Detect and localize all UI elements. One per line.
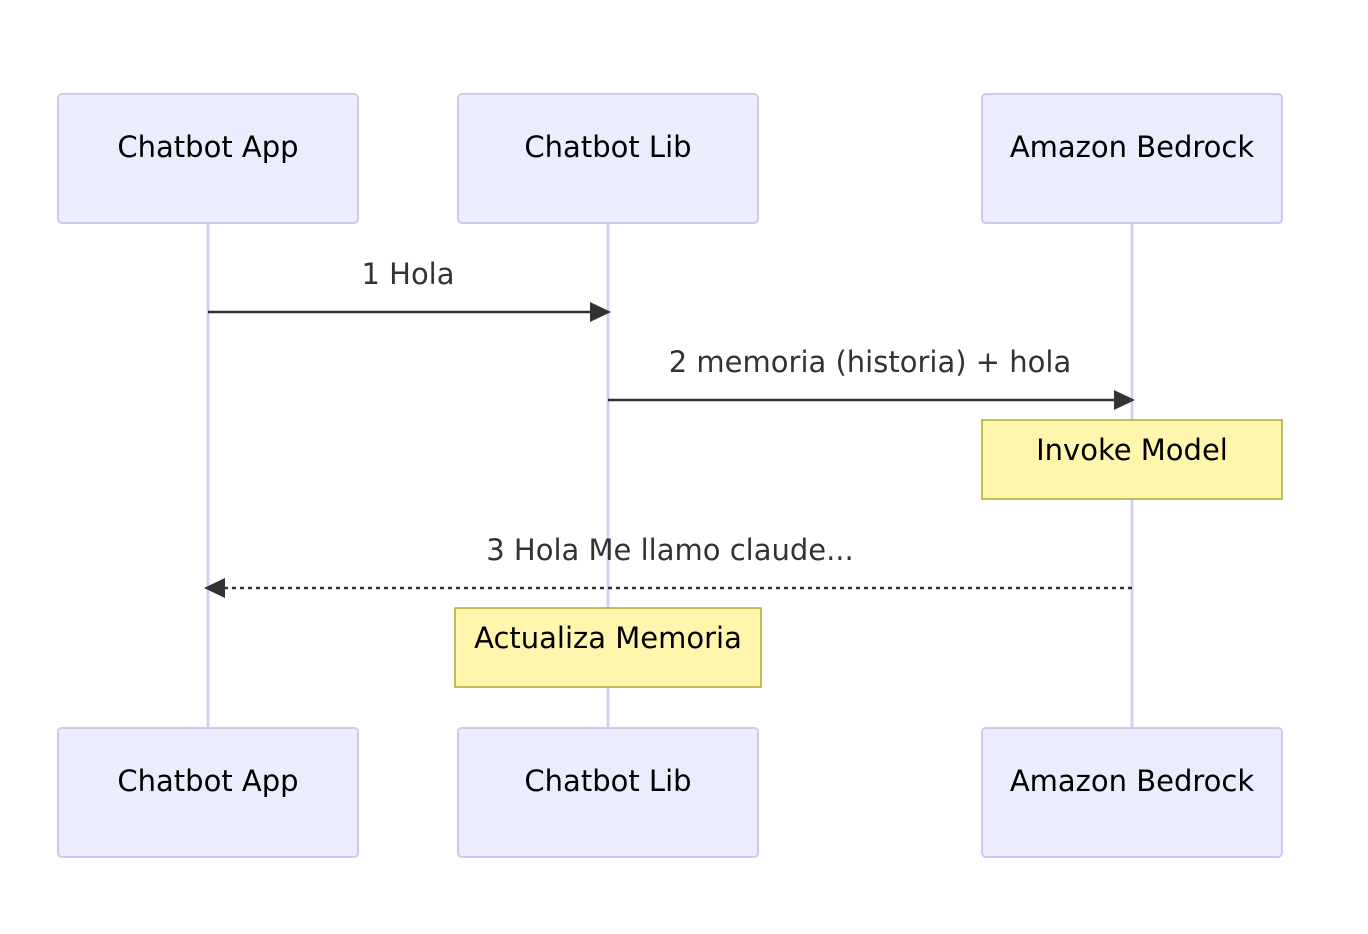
participant-bottom-chatbot-lib: Chatbot Lib [457, 727, 759, 858]
note-actualiza-memoria: Actualiza Memoria [454, 607, 762, 688]
participant-label: Amazon Bedrock [1010, 130, 1255, 164]
message-2: 2 memoria (historia) + hola [608, 345, 1135, 410]
message-label: 3 Hola Me llamo claude... [486, 533, 854, 567]
participant-label: Chatbot App [117, 130, 298, 164]
message-label: 2 memoria (historia) + hola [669, 345, 1071, 379]
note-invoke-model: Invoke Model [981, 419, 1283, 500]
participant-top-chatbot-app: Chatbot App [57, 93, 359, 224]
arrowhead-icon [590, 302, 611, 322]
participant-label: Chatbot Lib [524, 764, 691, 798]
participant-label: Chatbot Lib [524, 130, 691, 164]
participant-top-amazon-bedrock: Amazon Bedrock [981, 93, 1283, 224]
message-label: 1 Hola [361, 257, 454, 291]
arrowhead-icon [1114, 390, 1135, 410]
note-label: Invoke Model [1036, 433, 1228, 467]
participant-label: Chatbot App [117, 764, 298, 798]
participant-bottom-chatbot-app: Chatbot App [57, 727, 359, 858]
arrowhead-icon [204, 578, 225, 598]
note-label: Actualiza Memoria [474, 621, 742, 655]
participant-label: Amazon Bedrock [1010, 764, 1255, 798]
message-1: 1 Hola [208, 257, 611, 322]
message-3: 3 Hola Me llamo claude... [204, 533, 1132, 598]
participant-bottom-amazon-bedrock: Amazon Bedrock [981, 727, 1283, 858]
participant-top-chatbot-lib: Chatbot Lib [457, 93, 759, 224]
